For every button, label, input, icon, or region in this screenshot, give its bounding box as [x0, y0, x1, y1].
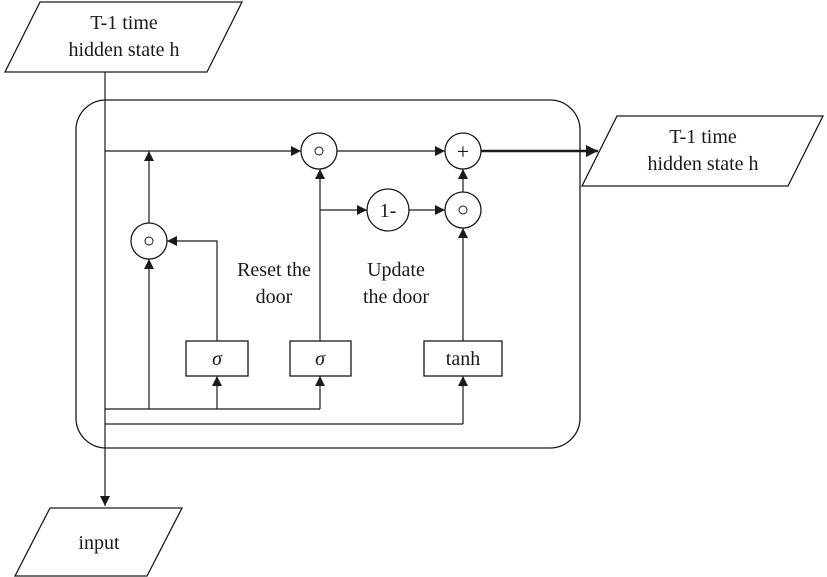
input-node: input: [13, 507, 184, 577]
connectors: [100, 72, 598, 506]
hidden-state-input-node: T-1 time hidden state h: [3, 1, 244, 73]
one-minus-node: 1-: [366, 188, 410, 232]
hidden-state-output-node: T-1 time hidden state h: [580, 115, 825, 187]
tanh-label: tanh: [446, 348, 480, 370]
multiply-node-right: [444, 191, 482, 229]
gru-cell-box: [75, 99, 581, 449]
multiply-node-left: [130, 222, 168, 260]
tanh-activation: tanh: [423, 340, 503, 377]
one-minus-label: 1-: [380, 200, 397, 222]
multiply-node-top: [300, 132, 338, 170]
hidden-out-line1: T-1 time: [669, 126, 737, 148]
input-label: input: [78, 532, 120, 554]
update-label-line1: Update: [367, 259, 425, 281]
update-gate-sigma: σ: [289, 340, 352, 377]
hidden-out-line2: hidden state h: [647, 153, 758, 175]
hidden-in-line2: hidden state h: [68, 39, 179, 61]
reset-gate-sigma: σ: [185, 340, 249, 377]
update-label-line2: the door: [363, 286, 429, 308]
plus-symbol: +: [457, 139, 469, 164]
reset-label-line2: door: [256, 286, 293, 308]
hidden-in-line1: T-1 time: [90, 12, 158, 34]
update-sigma-symbol: σ: [315, 348, 326, 370]
reset-sigma-symbol: σ: [212, 348, 223, 370]
add-node: +: [444, 132, 482, 170]
reset-label-line1: Reset the: [237, 259, 311, 281]
